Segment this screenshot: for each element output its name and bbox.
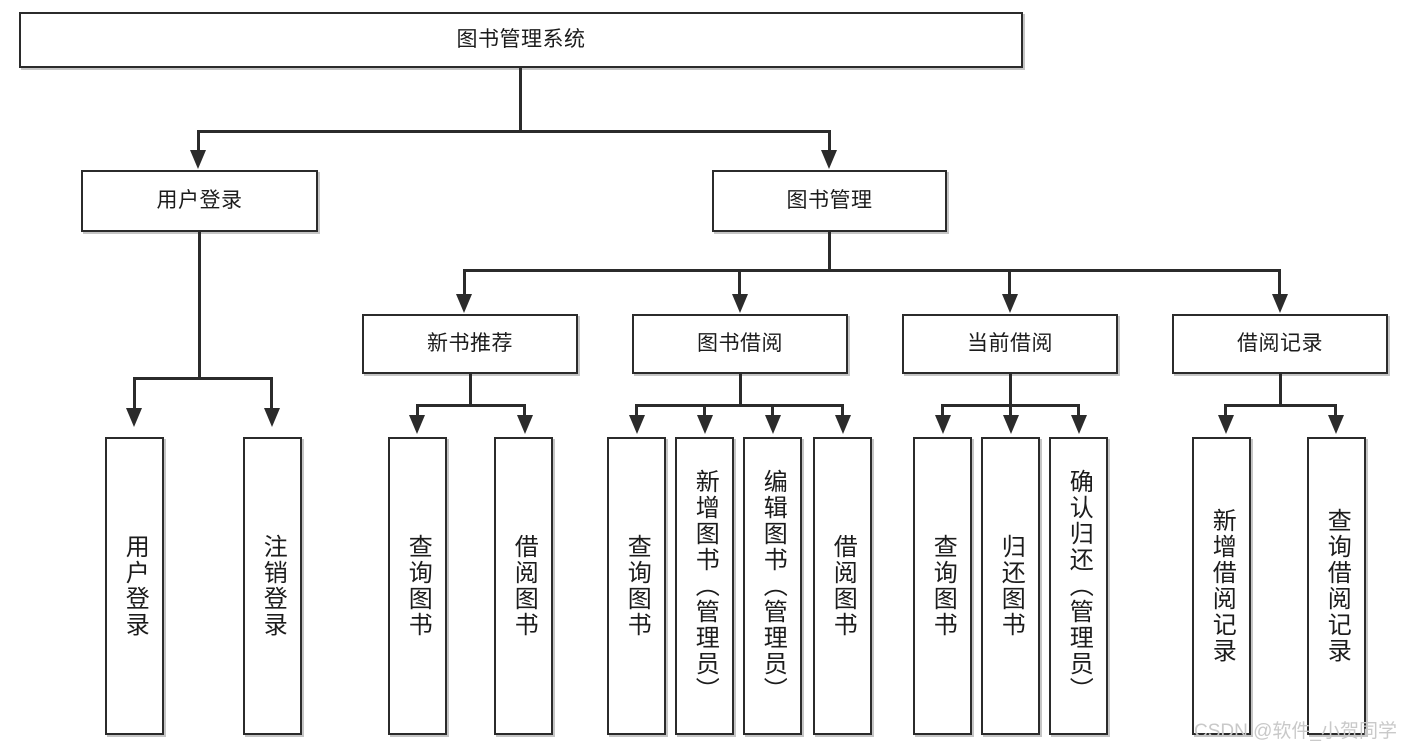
connector-borrow-record-bus	[1224, 404, 1337, 407]
arrow-to-book-manage	[821, 150, 837, 169]
connector-to-current-borrow	[1008, 269, 1011, 297]
leaf-recommend-borrow-book[interactable]: 借阅图书	[494, 437, 553, 735]
node-label: 编辑图书（管理员）	[759, 469, 787, 703]
leaf-borrow-edit-book[interactable]: 编辑图书（管理员）	[743, 437, 802, 735]
node-label: 借阅记录	[1237, 332, 1323, 356]
connector-to-user-login	[197, 130, 200, 152]
arrow-user-login-child-2	[264, 408, 280, 427]
watermark: CSDN @软件_小贺同学	[1194, 721, 1397, 742]
connector-book-borrow-child-3	[771, 404, 774, 418]
connector-new-book-child-2	[523, 404, 526, 418]
node-label: 归还图书	[997, 534, 1025, 638]
node-label: 查询借阅记录	[1323, 508, 1351, 664]
connector-current-borrow-child-3	[1077, 404, 1080, 418]
arrow-to-borrow-record	[1272, 294, 1288, 313]
node-new-book-recommend[interactable]: 新书推荐	[362, 314, 578, 374]
connector-current-borrow-child-1	[941, 404, 944, 418]
arrow-user-login-child-1	[126, 408, 142, 427]
arrow-book-borrow-child-4	[835, 415, 851, 434]
node-label: 图书管理	[786, 189, 873, 213]
node-label: 用户登录	[121, 534, 149, 638]
leaf-current-return-book[interactable]: 归还图书	[981, 437, 1040, 735]
node-label: 用户登录	[156, 189, 243, 213]
leaf-user-login[interactable]: 用户登录	[105, 437, 164, 735]
leaf-record-add-record[interactable]: 新增借阅记录	[1192, 437, 1251, 735]
leaf-borrow-add-book[interactable]: 新增图书（管理员）	[675, 437, 734, 735]
leaf-borrow-borrow-book[interactable]: 借阅图书	[813, 437, 872, 735]
connector-book-borrow-child-1	[635, 404, 638, 418]
arrow-book-borrow-child-1	[629, 415, 645, 434]
arrow-to-new-book	[456, 294, 472, 313]
node-root-system[interactable]: 图书管理系统	[19, 12, 1023, 68]
node-label: 注销登录	[259, 534, 287, 638]
connector-book-borrow-child-4	[841, 404, 844, 418]
connector-to-borrow-record	[1278, 269, 1281, 297]
leaf-current-confirm-return[interactable]: 确认归还（管理员）	[1049, 437, 1108, 735]
arrow-to-user-login	[190, 150, 206, 169]
connector-level3-bus	[463, 269, 1281, 272]
arrow-borrow-record-child-2	[1328, 415, 1344, 434]
arrow-current-borrow-child-1	[935, 415, 951, 434]
leaf-record-query-record[interactable]: 查询借阅记录	[1307, 437, 1366, 735]
node-label: 图书管理系统	[456, 28, 586, 52]
node-label: 查询图书	[623, 534, 651, 638]
leaf-borrow-query-book[interactable]: 查询图书	[607, 437, 666, 735]
connector-to-book-manage	[828, 130, 831, 152]
node-borrow-record[interactable]: 借阅记录	[1172, 314, 1388, 374]
node-label: 借阅图书	[510, 534, 538, 638]
connector-root-bus	[197, 130, 831, 133]
connector-user-login-child-1	[133, 377, 136, 410]
arrow-borrow-record-child-1	[1218, 415, 1234, 434]
leaf-user-logout[interactable]: 注销登录	[243, 437, 302, 735]
leaf-recommend-query-book[interactable]: 查询图书	[388, 437, 447, 735]
connector-book-borrow-bus	[635, 404, 844, 407]
connector-user-login-child-2	[270, 377, 273, 410]
node-book-borrow[interactable]: 图书借阅	[632, 314, 848, 374]
connector-new-book-stem	[469, 374, 472, 406]
arrow-new-book-child-1	[409, 415, 425, 434]
connector-current-borrow-child-2	[1009, 404, 1012, 418]
node-label: 新书推荐	[427, 332, 513, 356]
arrow-to-book-borrow	[732, 294, 748, 313]
node-label: 新增借阅记录	[1208, 508, 1236, 664]
node-label: 当前借阅	[967, 332, 1053, 356]
connector-borrow-record-stem	[1279, 374, 1282, 406]
connector-book-borrow-stem	[739, 374, 742, 406]
connector-root-stem	[519, 68, 522, 130]
arrow-current-borrow-child-3	[1071, 415, 1087, 434]
arrow-current-borrow-child-2	[1003, 415, 1019, 434]
node-label: 图书借阅	[697, 332, 783, 356]
node-label: 查询图书	[929, 534, 957, 638]
node-current-borrow[interactable]: 当前借阅	[902, 314, 1118, 374]
node-label: 借阅图书	[829, 534, 857, 638]
connector-to-book-borrow	[738, 269, 741, 297]
arrow-book-borrow-child-3	[765, 415, 781, 434]
connector-new-book-bus	[416, 404, 526, 407]
node-label: 新增图书（管理员）	[691, 469, 719, 703]
arrow-new-book-child-2	[517, 415, 533, 434]
connector-user-login-stem	[198, 232, 201, 377]
connector-borrow-record-child-2	[1334, 404, 1337, 418]
node-book-manage[interactable]: 图书管理	[712, 170, 947, 232]
connector-new-book-child-1	[416, 404, 419, 418]
connector-current-borrow-stem	[1009, 374, 1012, 406]
node-label: 查询图书	[404, 534, 432, 638]
connector-book-manage-stem	[828, 232, 831, 272]
connector-user-login-bus	[133, 377, 270, 380]
node-user-login[interactable]: 用户登录	[81, 170, 318, 232]
connector-book-borrow-child-2	[703, 404, 706, 418]
leaf-current-query-book[interactable]: 查询图书	[913, 437, 972, 735]
arrow-to-current-borrow	[1002, 294, 1018, 313]
connector-borrow-record-child-1	[1224, 404, 1227, 418]
arrow-book-borrow-child-2	[697, 415, 713, 434]
connector-to-new-book	[463, 269, 466, 297]
node-label: 确认归还（管理员）	[1065, 469, 1093, 703]
